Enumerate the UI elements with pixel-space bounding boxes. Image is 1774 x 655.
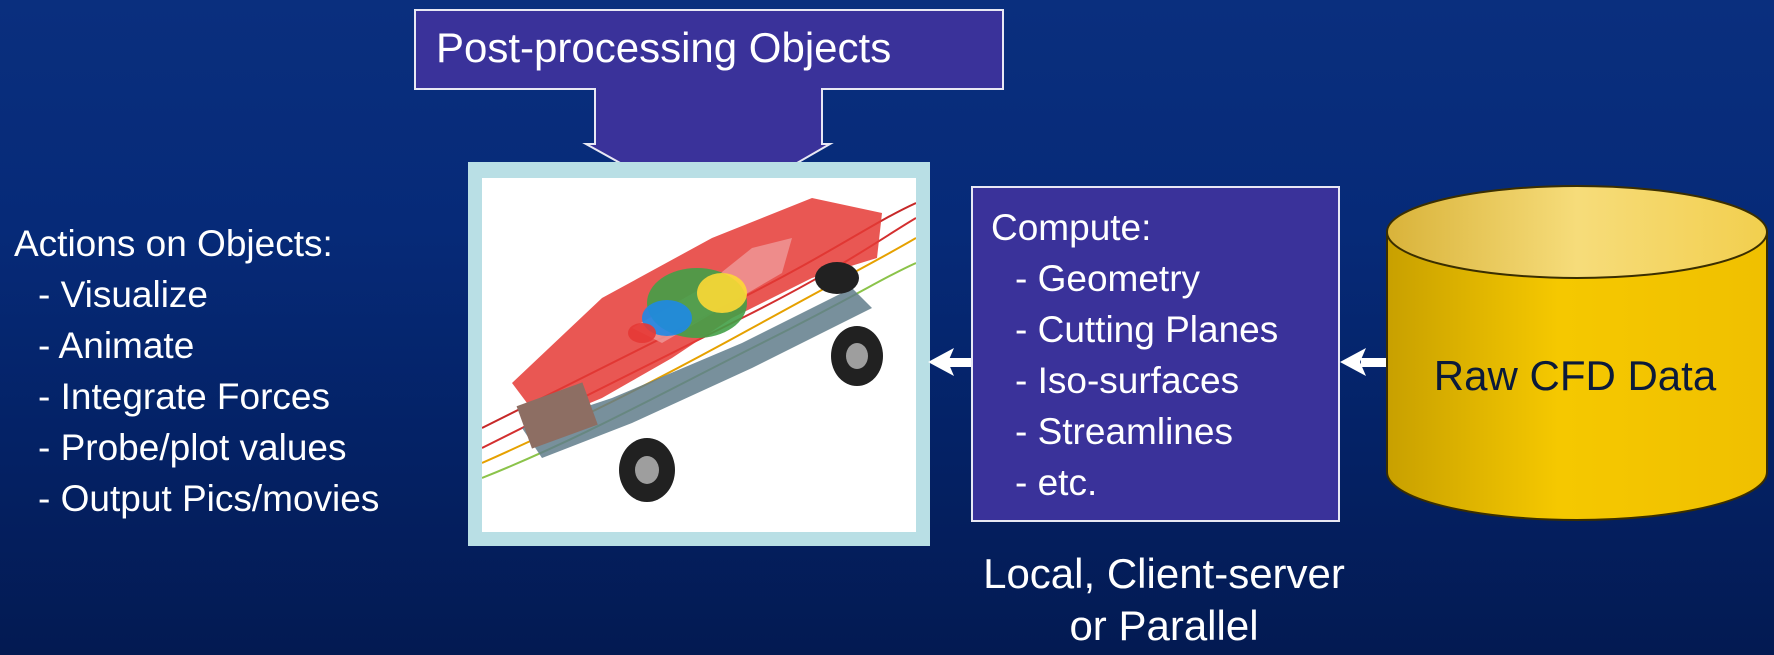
actions-list: Actions on Objects: - Visualize - Animat… xyxy=(14,218,379,524)
compute-item: - etc. xyxy=(1015,462,1098,503)
post-processing-objects-title: Post-processing Objects xyxy=(436,24,892,71)
action-item: - Output Pics/movies xyxy=(38,478,380,519)
action-item: - Probe/plot values xyxy=(38,427,347,468)
left-arrow-icon xyxy=(1340,348,1387,376)
actions-heading: Actions on Objects: xyxy=(14,223,333,264)
compute-heading: Compute: xyxy=(991,207,1152,248)
action-item: - Animate xyxy=(38,325,195,366)
action-item: - Visualize xyxy=(38,274,209,315)
compute-item: - Iso-surfaces xyxy=(1015,360,1240,401)
caption-line: Local, Client-server xyxy=(983,550,1345,597)
compute-box: Compute: - Geometry - Cutting Planes - I… xyxy=(971,186,1340,522)
raw-cfd-data-label: Raw CFD Data xyxy=(1433,352,1717,399)
compute-item: - Streamlines xyxy=(1015,411,1233,452)
callout-box xyxy=(414,9,1004,90)
execution-mode-caption: Local, Client-server or Parallel xyxy=(940,548,1388,652)
visualization-image-frame xyxy=(468,162,930,546)
action-item: - Integrate Forces xyxy=(38,376,331,417)
compute-item: - Cutting Planes xyxy=(1015,309,1279,350)
cfd-car-visualization-image xyxy=(482,178,916,532)
database-cylinder-icon xyxy=(1386,185,1768,521)
compute-item: - Geometry xyxy=(1015,258,1201,299)
caption-line: or Parallel xyxy=(1069,602,1259,649)
left-arrow-icon xyxy=(928,348,971,376)
